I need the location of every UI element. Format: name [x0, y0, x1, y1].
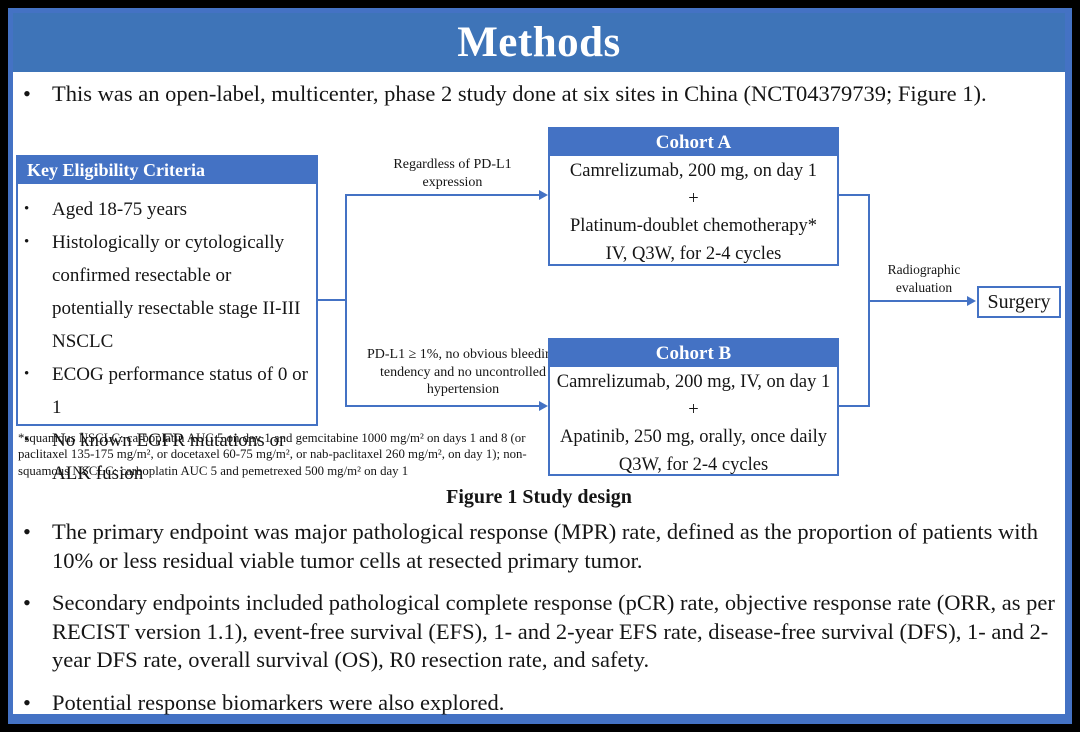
list-item: • Aged 18-75 years	[24, 193, 312, 226]
arrowhead-icon	[539, 401, 548, 411]
surgery-box: Surgery	[977, 286, 1061, 318]
list-item: • ECOG performance status of 0 or 1	[24, 358, 312, 424]
cohort-b-body: Camrelizumab, 200 mg, IV, on day 1 + Apa…	[550, 367, 837, 479]
eligibility-item-text: Histologically or cytologically confirme…	[52, 232, 301, 352]
chemotherapy-footnote: *squamous NSCLC: carboplatin AUC 5 on da…	[18, 431, 527, 478]
primary-endpoint-text: The primary endpoint was major pathologi…	[52, 519, 1039, 573]
connector-line-to-surgery	[869, 300, 969, 302]
secondary-endpoints-text: Secondary endpoints included pathologica…	[52, 590, 1055, 672]
list-item: • Potential response biomarkers were als…	[23, 689, 1059, 718]
cohort-a-box: Cohort A Camrelizumab, 200 mg, on day 1 …	[548, 127, 839, 266]
cohort-b-line: Camrelizumab, 200 mg, IV, on day 1	[556, 372, 831, 392]
page-title: Methods	[457, 19, 621, 66]
biomarkers-text: Potential response biomarkers were also …	[52, 689, 505, 715]
cohort-a-line: Camrelizumab, 200 mg, on day 1	[569, 161, 818, 181]
arrowhead-icon	[539, 190, 548, 200]
bullet-icon: •	[23, 590, 31, 615]
bullet-icon: •	[24, 366, 30, 382]
bullet-icon: •	[24, 234, 30, 250]
cohort-b-line: Apatinib, 250 mg, orally, once daily	[560, 427, 827, 447]
branch-top-label: Regardless of PD-L1 expression	[393, 157, 512, 190]
endpoint-bullets: • The primary endpoint was major patholo…	[23, 518, 1059, 731]
cohort-a-header: Cohort A	[550, 129, 837, 156]
eligibility-list: • Aged 18-75 years • Histologically or c…	[24, 193, 312, 490]
bullet-icon: •	[24, 432, 30, 448]
intro-bullet-text: This was an open-label, multicenter, pha…	[52, 81, 987, 106]
list-item: • Histologically or cytologically confir…	[24, 226, 312, 358]
methods-slide: Methods • This was an open-label, multic…	[8, 8, 1072, 724]
bullet-icon: •	[24, 201, 30, 217]
list-item: • The primary endpoint was major patholo…	[23, 518, 1059, 575]
figure-caption: Figure 1 Study design	[446, 486, 632, 508]
branch-bottom-label: PD-L1 ≥ 1%, no obvious bleeding tendency…	[366, 347, 559, 397]
connector-line-to-cohort-a	[345, 194, 541, 196]
arrowhead-icon	[967, 296, 976, 306]
connector-line-from-cohort-b	[838, 405, 870, 407]
eligibility-item-text: Aged 18-75 years	[52, 199, 188, 220]
list-item: • Secondary endpoints included pathologi…	[23, 589, 1059, 675]
cohort-a-line: Platinum-doublet chemotherapy*	[569, 216, 818, 236]
bullet-icon: •	[23, 689, 31, 715]
title-bar: Methods	[13, 13, 1065, 72]
connector-line-to-cohort-b	[345, 405, 541, 407]
intro-bullet: • This was an open-label, multicenter, p…	[23, 79, 1059, 108]
cohort-b-header: Cohort B	[550, 340, 837, 367]
bullet-icon: •	[23, 519, 31, 544]
connector-line-from-cohort-a	[838, 194, 870, 196]
eligibility-item-text: No known EGFR mutations or ALK fusion	[52, 430, 286, 484]
eligibility-box: Key Eligibility Criteria • Aged 18-75 ye…	[16, 155, 318, 484]
cohort-b-box: Cohort B Camrelizumab, 200 mg, IV, on da…	[548, 338, 839, 476]
bullet-icon: •	[23, 81, 31, 106]
eligibility-header: Key Eligibility Criteria	[18, 157, 316, 184]
cohort-a-line: IV, Q3W, for 2-4 cycles	[605, 243, 782, 264]
eligibility-item-text: ECOG performance status of 0 or 1	[52, 364, 308, 418]
list-item: • No known EGFR mutations or ALK fusion	[24, 424, 312, 490]
radiographic-evaluation-label: Radiographic evaluation	[887, 262, 961, 295]
connector-line-eligibility	[316, 299, 346, 301]
connector-line-left-vertical	[345, 194, 347, 407]
cohort-b-line: Q3W, for 2-4 cycles	[618, 454, 769, 475]
cohort-a-body: Camrelizumab, 200 mg, on day 1 + Platinu…	[550, 156, 837, 268]
plus-sign: +	[688, 399, 699, 420]
plus-sign: +	[688, 188, 699, 209]
